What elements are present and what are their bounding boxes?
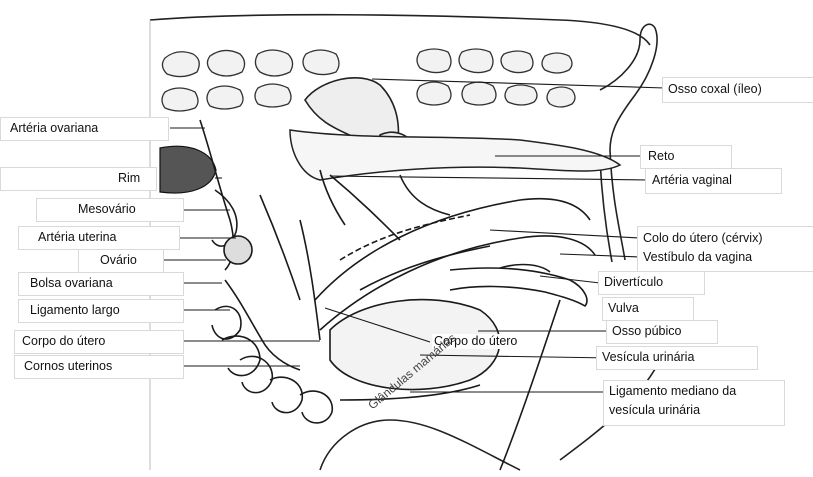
label-arteria-uterina: Artéria uterina	[38, 230, 117, 245]
label-mesovario: Mesovário	[78, 202, 136, 217]
label-colo-do-utero: Colo do útero (cérvix)	[643, 231, 763, 246]
label-vestibulo: Vestíbulo da vagina	[643, 250, 752, 265]
label-ligamento-largo: Ligamento largo	[30, 303, 120, 318]
label-cornos-uterinos: Cornos uterinos	[24, 359, 112, 374]
label-arteria-ovariana: Artéria ovariana	[10, 121, 98, 136]
reproductive-tract	[200, 120, 595, 470]
label-ligamento-mediano-2: vesícula urinária	[609, 403, 700, 418]
label-arteria-vaginal: Artéria vaginal	[652, 173, 732, 188]
kidney	[160, 146, 216, 193]
rectum	[290, 130, 620, 180]
label-vulva: Vulva	[608, 301, 639, 316]
label-ligamento-mediano-1: Ligamento mediano da	[609, 384, 736, 399]
label-corpo-do-utero-left: Corpo do útero	[22, 334, 105, 349]
label-osso-pubico: Osso púbico	[612, 324, 681, 339]
label-vesicula-urinaria: Vesícula urinária	[602, 350, 694, 365]
label-diverticulo: Divertículo	[604, 275, 663, 290]
label-bolsa-ovariana: Bolsa ovariana	[30, 276, 113, 291]
label-osso-coxal: Osso coxal (íleo)	[668, 82, 762, 97]
label-ovario: Ovário	[100, 253, 137, 268]
label-rim: Rim	[118, 171, 140, 186]
label-reto: Reto	[648, 149, 674, 164]
